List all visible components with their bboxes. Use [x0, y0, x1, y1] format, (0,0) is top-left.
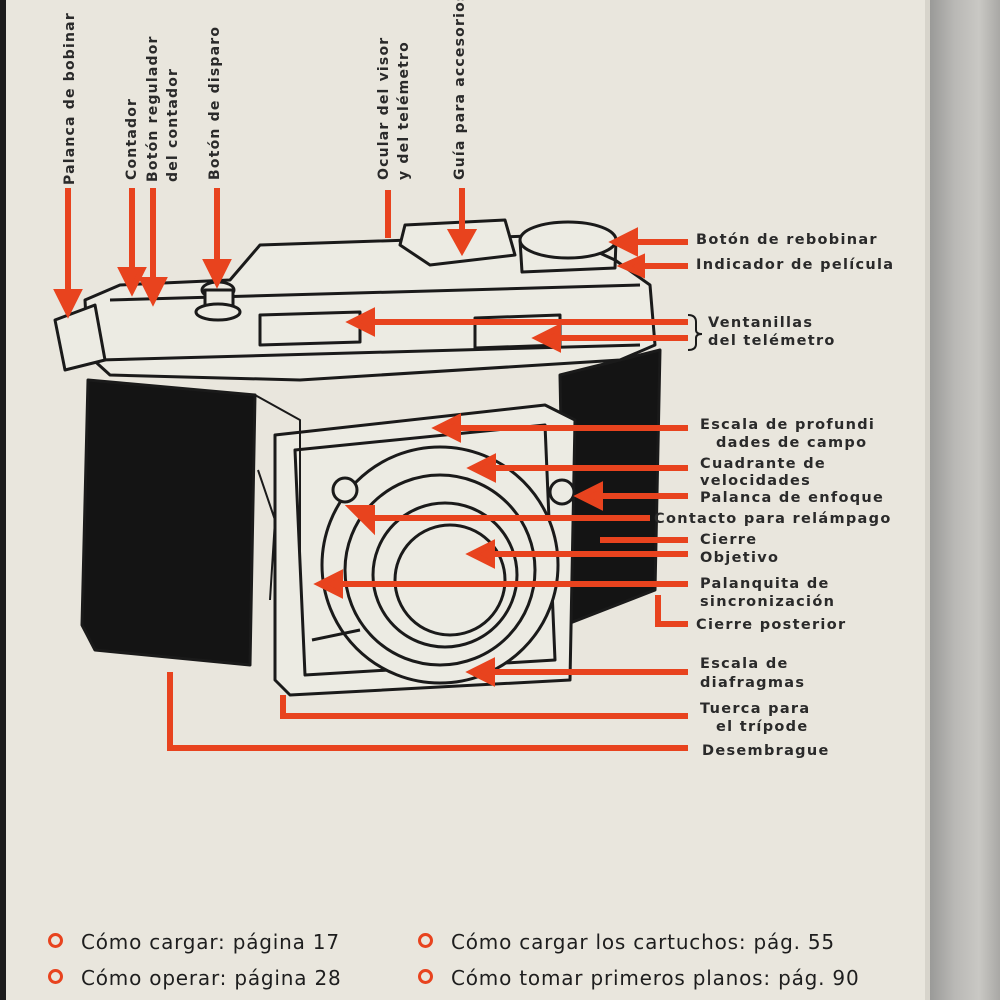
label-contador: Contador — [124, 97, 140, 180]
footer-item-operar[interactable]: Cómo operar: página 28 — [48, 966, 342, 990]
label-ocular-1: Ocular del visor — [376, 36, 392, 180]
footer-item-cartuchos[interactable]: Cómo cargar los cartuchos: pág. 55 — [418, 930, 835, 954]
label-boton-rebobinar: Botón de rebobinar — [696, 232, 878, 248]
book-spine — [930, 0, 1000, 1000]
label-ventanillas-1: Ventanillas — [708, 315, 814, 331]
label-tuerca-2: el trípode — [716, 719, 809, 735]
label-contacto-relampago: Contacto para relámpago — [654, 511, 892, 527]
label-cierre-posterior: Cierre posterior — [696, 617, 847, 633]
footer-item-cargar[interactable]: Cómo cargar: página 17 — [48, 930, 340, 954]
label-desembrague: Desembrague — [702, 743, 830, 759]
bullet-icon — [418, 969, 433, 984]
label-cierre: Cierre — [700, 532, 758, 548]
footer-item-text: Cómo operar: página 28 — [81, 966, 342, 990]
footer-item-text: Cómo cargar los cartuchos: pág. 55 — [451, 930, 835, 954]
label-ventanillas-2: del telémetro — [708, 333, 836, 349]
bullet-icon — [418, 933, 433, 948]
footer-item-text: Cómo cargar: página 17 — [81, 930, 340, 954]
label-boton-regulador-1: Botón regulador — [145, 35, 161, 182]
footer-item-primeros-planos[interactable]: Cómo tomar primeros planos: pág. 90 — [418, 966, 859, 990]
bullet-icon — [48, 969, 63, 984]
label-cuadrante-1: Cuadrante de — [700, 456, 827, 472]
label-cuadrante-2: velocidades — [700, 473, 812, 489]
label-objetivo: Objetivo — [700, 550, 780, 566]
label-palanca-bobinar: Palanca de bobinar — [62, 12, 78, 185]
label-palanquita-1: Palanquita de — [700, 576, 830, 592]
label-escala-profundidad-2: dades de campo — [716, 435, 868, 451]
label-tuerca-1: Tuerca para — [700, 701, 811, 717]
label-escala-profundidad-1: Escala de profundi — [700, 417, 876, 433]
label-guia-accesorios: Guía para accesorios — [452, 0, 468, 180]
label-palanca-enfoque: Palanca de enfoque — [700, 490, 885, 506]
page-edge — [925, 0, 933, 1000]
label-ocular-2: y del telémetro — [396, 41, 412, 180]
label-escala-diafragmas-1: Escala de — [700, 656, 789, 672]
label-escala-diafragmas-2: diafragmas — [700, 675, 806, 691]
label-boton-regulador-2: del contador — [165, 67, 181, 182]
label-palanquita-2: sincronización — [700, 594, 836, 610]
footer-item-text: Cómo tomar primeros planos: pág. 90 — [451, 966, 860, 990]
leader-lines — [53, 188, 688, 751]
label-indicador-pelicula: Indicador de película — [696, 257, 895, 273]
bullet-icon — [48, 933, 63, 948]
label-boton-disparo: Botón de disparo — [207, 25, 223, 180]
